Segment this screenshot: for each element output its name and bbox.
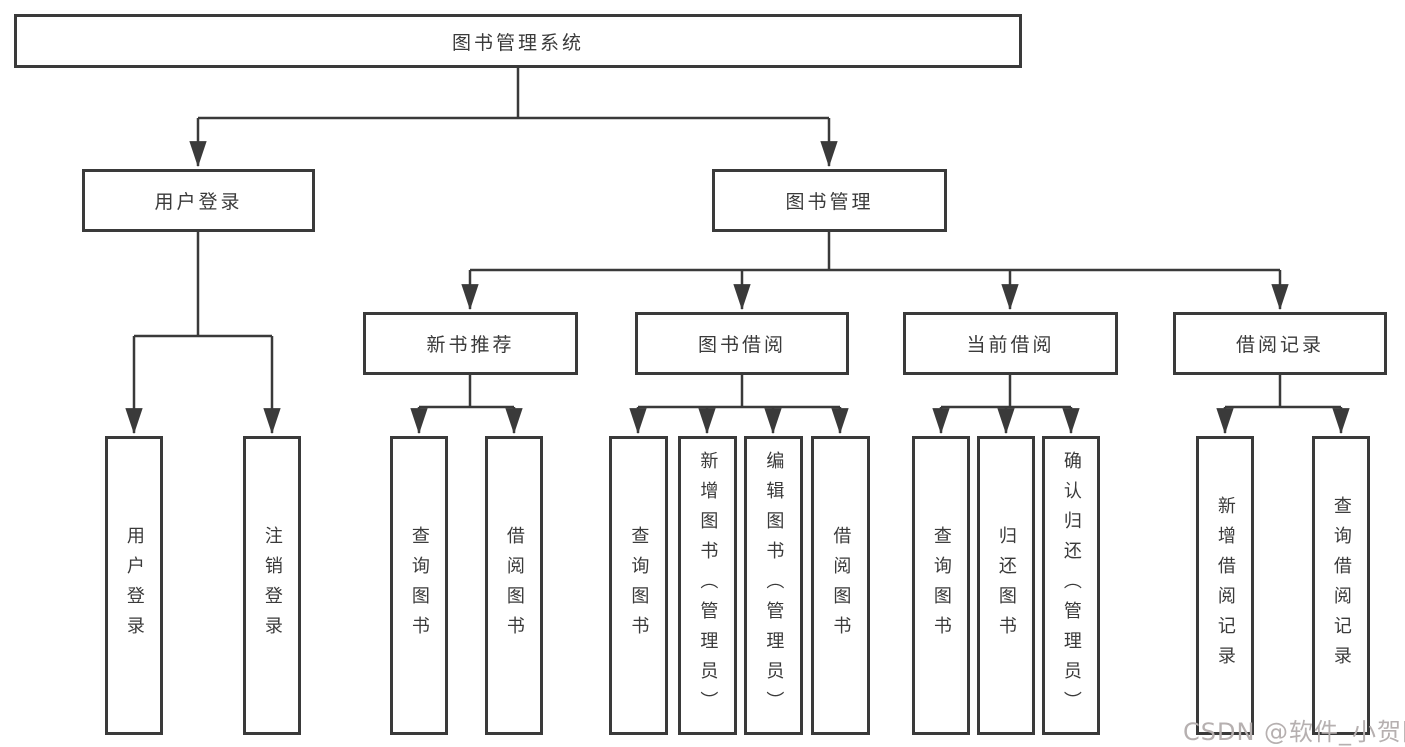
leaf-return-books-label: 归还图书 <box>995 525 1017 646</box>
leaf-return-books: 归还图书 <box>977 436 1035 735</box>
leaf-borrow-books: 借阅图书 <box>811 436 870 735</box>
leaf-borrow-books-recommend-label: 借阅图书 <box>503 525 525 646</box>
connector-current-borrowing-children <box>932 375 1080 435</box>
leaf-query-books-current-label: 查询图书 <box>930 525 952 646</box>
leaf-query-books-recommend: 查询图书 <box>390 436 448 735</box>
leaf-query-books-borrowing-label: 查询图书 <box>628 525 650 646</box>
leaf-add-book-admin: 新增图书（管理员） <box>678 436 737 735</box>
leaf-query-borrow-record-label: 查询借阅记录 <box>1330 495 1352 676</box>
leaf-borrow-books-label: 借阅图书 <box>830 525 852 646</box>
leaf-query-books-recommend-label: 查询图书 <box>408 525 430 646</box>
leaf-add-borrow-record-label: 新增借阅记录 <box>1214 495 1236 676</box>
leaf-add-book-admin-label: 新增图书（管理员） <box>697 450 719 721</box>
connector-user-login-children <box>125 232 281 435</box>
node-book-borrowing: 图书借阅 <box>635 312 849 375</box>
leaf-logout: 注销登录 <box>243 436 301 735</box>
leaf-edit-book-admin: 编辑图书（管理员） <box>744 436 803 735</box>
leaf-logout-label: 注销登录 <box>261 525 283 646</box>
leaf-edit-book-admin-label: 编辑图书（管理员） <box>763 450 785 721</box>
node-new-book-recommendation: 新书推荐 <box>363 312 578 375</box>
connector-book-borrowing-children <box>629 375 849 435</box>
connector-borrowing-records-children <box>1216 375 1350 435</box>
leaf-confirm-return-admin-label: 确认归还（管理员） <box>1060 450 1082 721</box>
connector-new-book-recommendation-children <box>410 375 523 435</box>
leaf-user-login-label: 用户登录 <box>123 525 145 646</box>
leaf-add-borrow-record: 新增借阅记录 <box>1196 436 1254 735</box>
node-current-borrowing: 当前借阅 <box>903 312 1118 375</box>
node-book-management: 图书管理 <box>712 169 947 232</box>
leaf-query-books-borrowing: 查询图书 <box>609 436 668 735</box>
node-user-login: 用户登录 <box>82 169 315 232</box>
connector-book-management-children <box>461 232 1289 311</box>
node-borrowing-records: 借阅记录 <box>1173 312 1387 375</box>
leaf-query-borrow-record: 查询借阅记录 <box>1312 436 1370 735</box>
leaf-query-books-current: 查询图书 <box>912 436 970 735</box>
leaf-confirm-return-admin: 确认归还（管理员） <box>1042 436 1100 735</box>
node-book-management-system: 图书管理系统 <box>14 14 1022 68</box>
leaf-user-login: 用户登录 <box>105 436 163 735</box>
leaf-borrow-books-recommend: 借阅图书 <box>485 436 543 735</box>
csdn-watermark: CSDN @软件_小贺同学 <box>1183 718 1405 746</box>
connector-root-to-level2 <box>189 68 838 168</box>
